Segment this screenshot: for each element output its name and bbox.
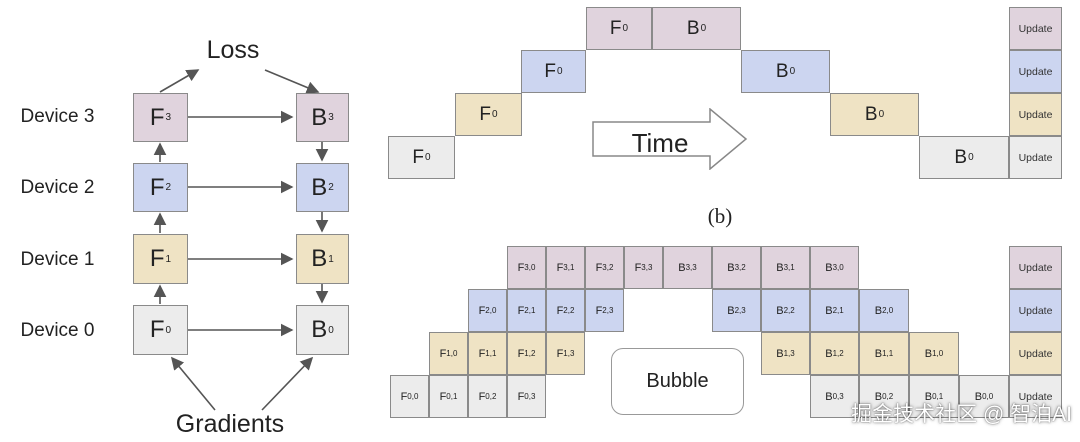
bottom-update-device-1: Update xyxy=(1009,332,1062,375)
bottom-update-device-0: Update xyxy=(1009,375,1062,418)
top-update-device-3: Update xyxy=(1009,7,1062,50)
bubble-label: Bubble xyxy=(611,348,744,415)
device-2-label: Device 2 xyxy=(20,177,95,198)
bottom-update-device-3: Update xyxy=(1009,246,1062,289)
device-0-label: Device 0 xyxy=(20,320,95,341)
arrow-gradients-f0 xyxy=(170,356,216,411)
time-arrow-icon xyxy=(592,108,748,170)
device-3-label: Device 3 xyxy=(20,106,95,127)
device-1-label: Device 1 xyxy=(20,249,95,270)
gradients-label: Gradients xyxy=(175,410,285,438)
arrow-f3-to-loss xyxy=(159,69,200,93)
watermark-text: 掘金技术社区 @ 智泊AI xyxy=(851,403,1072,426)
arrow-loss-to-b3 xyxy=(264,69,320,94)
time-label: Time xyxy=(631,128,689,158)
loss-label: Loss xyxy=(206,36,260,64)
top-update-device-2: Update xyxy=(1009,50,1062,93)
top-update-device-1: Update xyxy=(1009,93,1062,136)
top-update-device-0: Update xyxy=(1009,136,1062,179)
bottom-update-device-2: Update xyxy=(1009,289,1062,332)
arrow-gradients-b0 xyxy=(261,356,314,411)
caption-b: (b) xyxy=(707,204,733,228)
